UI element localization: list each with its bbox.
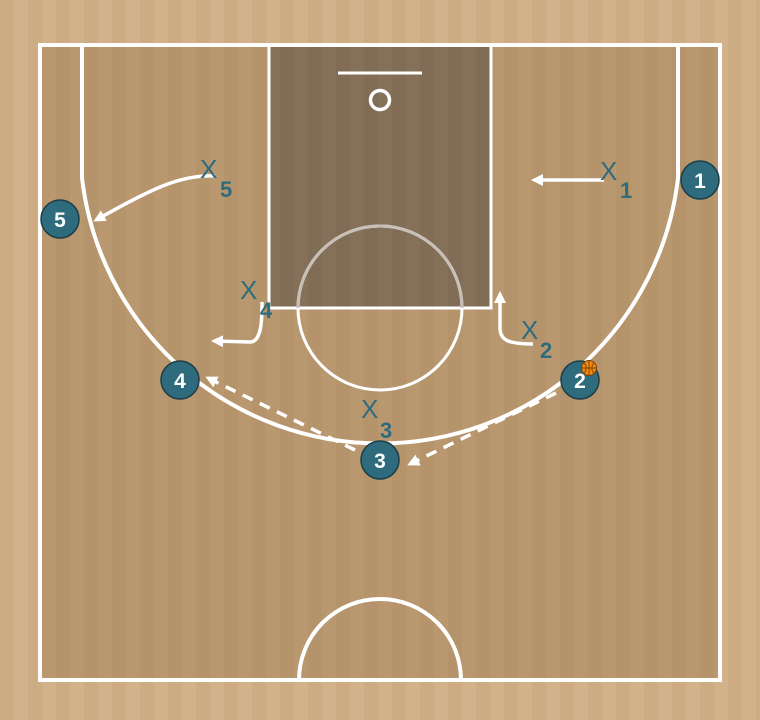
free-throw-circle-top-shade xyxy=(296,224,464,309)
offense-players: 1 2 3 4 5 xyxy=(40,160,720,480)
defenders: X 1 X 2 X 3 X 4 X 5 xyxy=(200,154,632,443)
defender-x5-number: 5 xyxy=(220,177,232,202)
cut-x5 xyxy=(93,174,216,222)
player-4-marker xyxy=(160,360,200,400)
cut-x2 xyxy=(494,291,534,346)
rim xyxy=(368,88,392,112)
pass-2-to-3 xyxy=(407,391,557,466)
player-5-label: 5 xyxy=(54,209,66,232)
player-5-marker xyxy=(40,199,80,239)
defender-x2: X 2 xyxy=(521,315,552,363)
action-arrows xyxy=(93,174,604,466)
defender-x1-mark: X xyxy=(600,156,617,186)
cut-x4 xyxy=(211,301,264,348)
player-1: 1 xyxy=(680,160,720,200)
defender-x4: X 4 xyxy=(240,275,273,323)
player-2: 2 xyxy=(560,360,600,400)
player-1-marker xyxy=(680,160,720,200)
pass-3-to-4 xyxy=(205,376,356,452)
defender-x3: X 3 xyxy=(361,394,392,443)
defender-x5-mark: X xyxy=(200,154,217,184)
player-1-label: 1 xyxy=(694,170,706,193)
center-circle xyxy=(297,597,463,681)
player-3-marker xyxy=(360,440,400,480)
player-5: 5 xyxy=(40,199,80,239)
defender-x1-number: 1 xyxy=(620,178,632,203)
basketball-icon xyxy=(581,360,597,376)
player-4-label: 4 xyxy=(174,370,186,393)
lane-lines xyxy=(267,43,493,310)
defender-x4-mark: X xyxy=(240,275,257,305)
defender-x2-number: 2 xyxy=(540,338,552,363)
defender-x2-mark: X xyxy=(521,315,538,345)
defender-x3-mark: X xyxy=(361,394,378,424)
player-3: 3 xyxy=(360,440,400,480)
player-3-label: 3 xyxy=(374,450,386,473)
defender-x4-number: 4 xyxy=(260,298,273,323)
defender-x5: X 5 xyxy=(200,154,232,202)
player-4: 4 xyxy=(160,360,200,400)
player-2-label: 2 xyxy=(574,370,586,393)
defender-x1: X 1 xyxy=(600,156,632,203)
paint-area xyxy=(269,45,491,308)
defender-x3-number: 3 xyxy=(380,418,392,443)
